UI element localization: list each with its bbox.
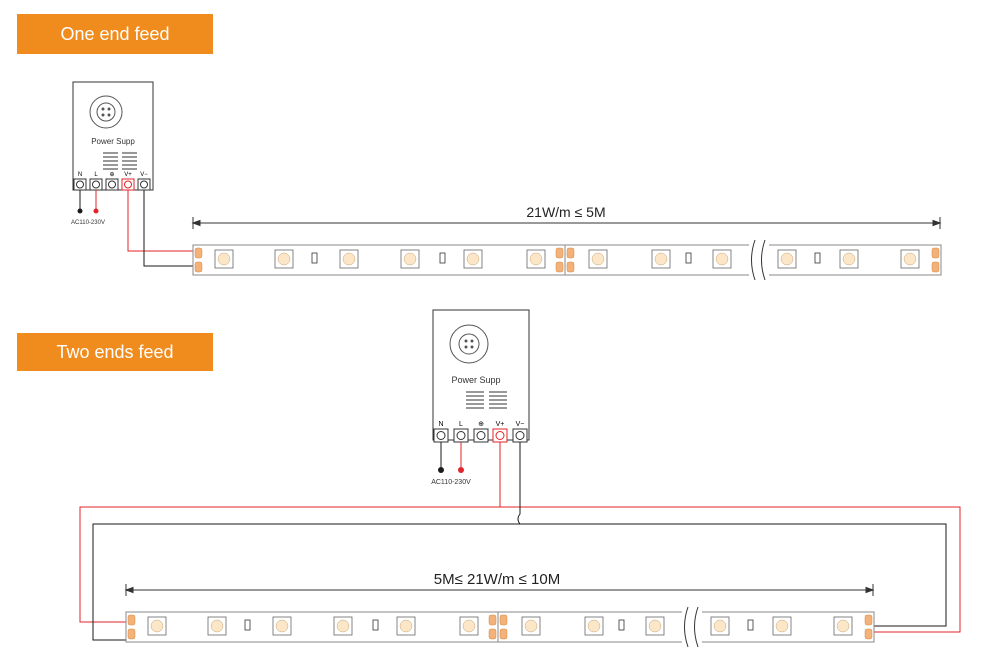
terminal-label-n: N (78, 172, 82, 178)
vent-slots-icon (103, 152, 137, 170)
two-ends-feed-diagram: Power Supp N L ⊕ V+ V− (79, 309, 961, 648)
ac-live-terminal (458, 467, 464, 473)
spec-label-one-end: 21W/m ≤ 5M (526, 204, 605, 220)
ac-input-label: AC110-230V (71, 220, 105, 226)
length-dimension (124, 584, 875, 596)
fan-vent-icon (89, 95, 123, 129)
negative-wire (143, 190, 203, 267)
led-strip-one (192, 239, 942, 281)
power-supply-one: Power Supp N L ⊕ V+ V− (71, 81, 154, 226)
terminal-label-n: N (438, 421, 443, 428)
terminal-label-vminus: V− (516, 421, 525, 428)
two-ends-feed-banner: Two ends feed (17, 333, 213, 371)
one-end-feed-diagram: Power Supp N L ⊕ V+ V− (71, 81, 942, 281)
positive-wire (127, 190, 203, 252)
terminal-label-ground: ⊕ (478, 421, 484, 428)
terminal-label-vplus: V+ (496, 421, 505, 428)
one-end-feed-banner: One end feed (17, 14, 213, 54)
terminal-label-l: L (94, 172, 98, 178)
ac-neutral-terminal (438, 467, 444, 473)
power-supply-two: Power Supp N L ⊕ V+ V− (431, 309, 530, 486)
fan-vent-icon (449, 324, 489, 364)
led-strip-two (125, 606, 875, 648)
length-dimension (191, 217, 942, 229)
terminal-block (73, 178, 151, 191)
terminal-label-ground: ⊕ (109, 172, 114, 178)
spec-label-two-ends: 5M≤ 21W/m ≤ 10M (434, 571, 561, 588)
ac-input-label: AC110-230V (431, 479, 471, 486)
ac-live-terminal (93, 208, 99, 214)
power-supply-label: Power Supp (91, 137, 135, 146)
terminal-block (433, 428, 528, 443)
positive-wire-loop (79, 442, 961, 633)
power-supply-label: Power Supp (451, 375, 500, 385)
vent-slots-icon (466, 391, 507, 409)
ac-neutral-terminal (77, 208, 83, 214)
terminal-label-vminus: V− (140, 172, 148, 178)
negative-wire-loop (92, 442, 947, 641)
power-supply-body (432, 309, 530, 441)
terminal-label-vplus: V+ (124, 172, 132, 178)
terminal-label-l: L (459, 421, 463, 428)
